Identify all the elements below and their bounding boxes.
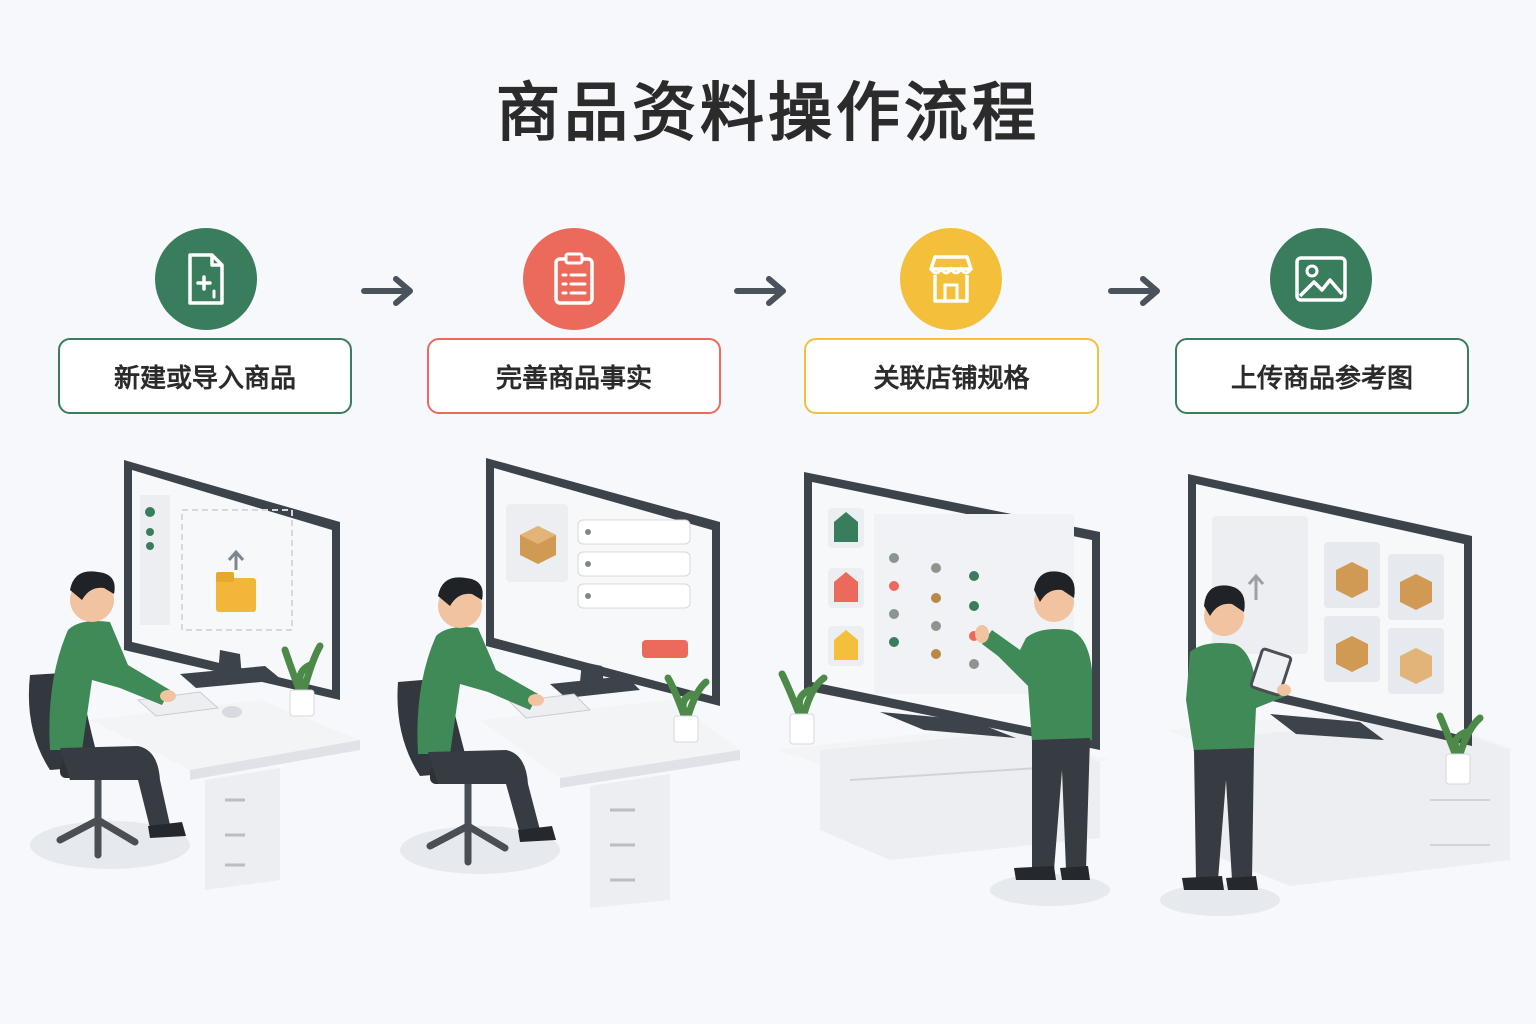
step4-box: 上传商品参考图 (1175, 338, 1469, 414)
step1-label: 新建或导入商品 (113, 363, 296, 394)
scene-link-store-spec (776, 472, 1110, 906)
step1-circle (155, 228, 257, 330)
step2-box: 完善商品事实 (427, 338, 721, 414)
scene-complete-facts (397, 458, 740, 908)
store-icons (828, 508, 864, 666)
step2-label: 完善商品事实 (495, 363, 652, 394)
step3-box: 关联店铺规格 (804, 338, 1099, 414)
storefront-icon (929, 255, 973, 303)
step4-label: 上传商品参考图 (1230, 363, 1413, 394)
clipboard-list-icon (554, 252, 594, 305)
step4-circle (1270, 228, 1372, 330)
step1-box: 新建或导入商品 (58, 338, 352, 414)
arrow-right-icon (361, 276, 413, 306)
new-document-icon (188, 253, 224, 305)
arrow-right-icon (734, 276, 786, 306)
image-icon (1295, 256, 1347, 302)
step3-circle (900, 228, 1002, 330)
page-title: 商品资料操作流程 (496, 77, 1040, 151)
scene-create-import (28, 460, 360, 890)
step3-label: 关联店铺规格 (873, 363, 1030, 394)
scene-upload-reference (1160, 474, 1516, 916)
step2-circle (523, 228, 625, 330)
arrow-right-icon (1108, 276, 1160, 306)
product-thumbnails (1324, 542, 1444, 694)
